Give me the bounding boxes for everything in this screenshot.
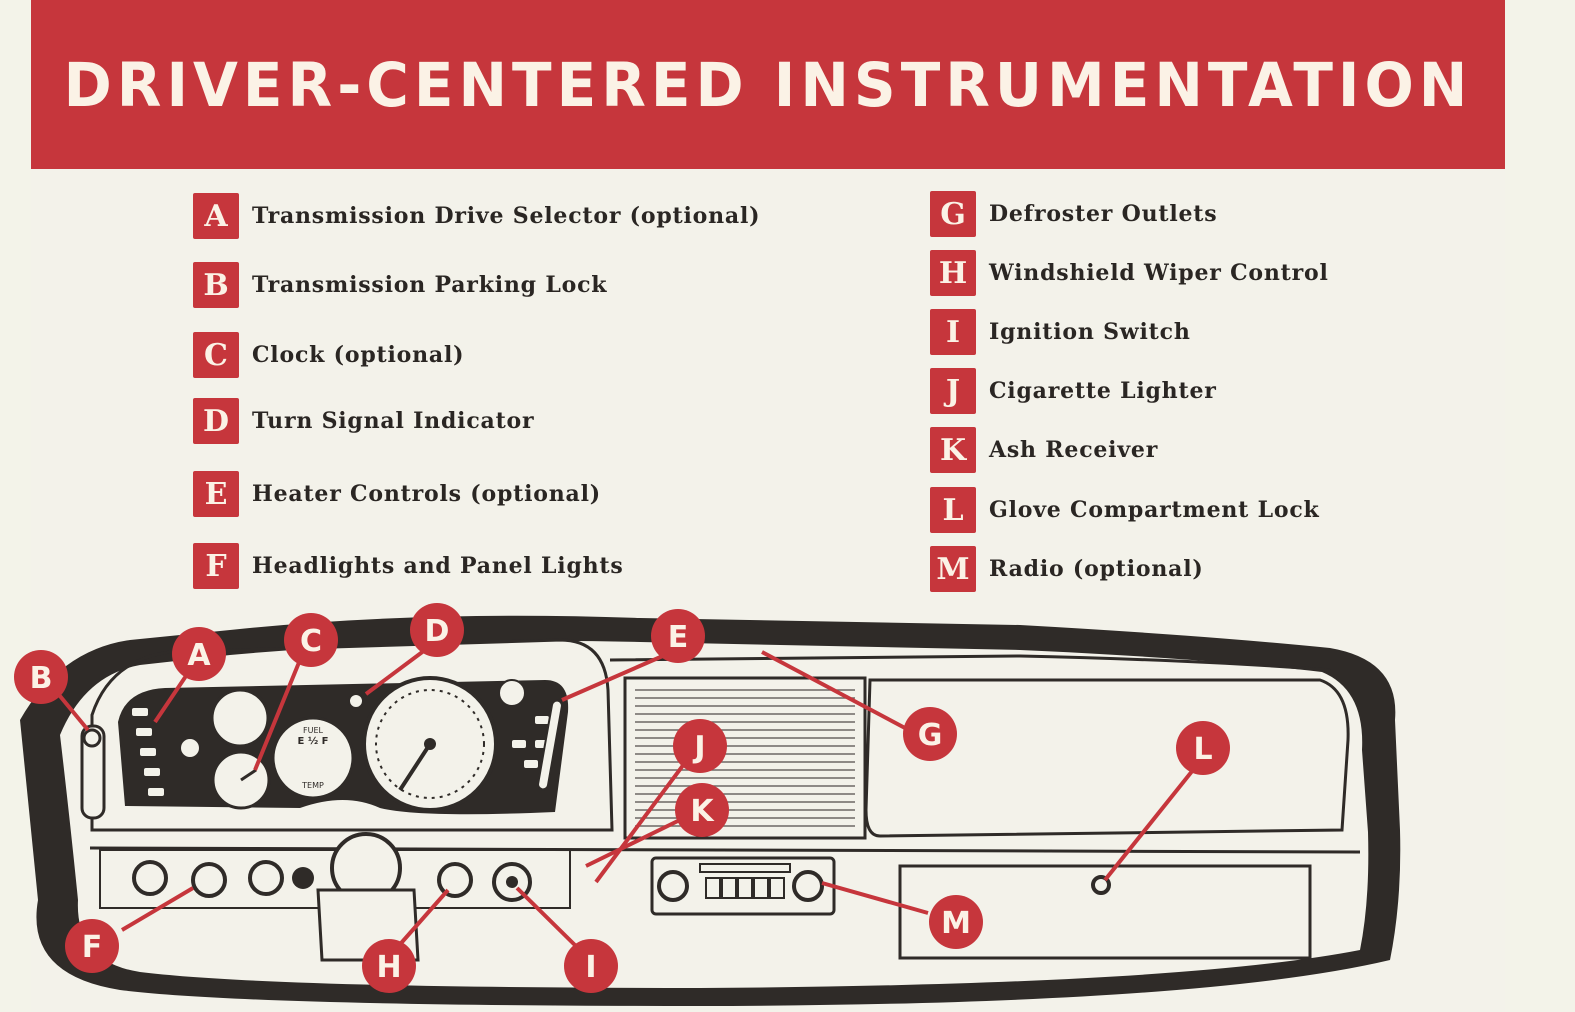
svg-text:I: I [585, 950, 596, 985]
svg-text:G: G [918, 718, 943, 753]
legend-label-j: Cigarette Lighter [989, 378, 1217, 404]
clock-hand [240, 768, 257, 782]
callout-e: E [651, 609, 705, 663]
callout-g: G [903, 707, 957, 761]
legend-badge-k: K [930, 427, 976, 473]
legend-item-b: B Transmission Parking Lock [193, 262, 607, 308]
callout-c: C [284, 613, 338, 667]
fuel-scale: E ½ F [298, 736, 329, 747]
callout-d: D [410, 603, 464, 657]
oil-gauge [498, 679, 526, 707]
svg-text:E: E [668, 620, 689, 655]
legend-badge-i: I [930, 309, 976, 355]
callout-m: M [929, 895, 983, 949]
speaker-grille [623, 676, 867, 840]
legend-item-k: K Ash Receiver [930, 427, 1158, 473]
callout-j: J [673, 719, 727, 773]
svg-text:L: L [1193, 732, 1212, 767]
legend-item-m: M Radio (optional) [930, 546, 1204, 592]
legend-item-a: A Transmission Drive Selector (optional) [193, 193, 760, 239]
legend-item-e: E Heater Controls (optional) [193, 471, 601, 517]
legend-label-k: Ash Receiver [989, 437, 1159, 463]
right-dash-panel [864, 678, 1350, 838]
legend-item-i: I Ignition Switch [930, 309, 1191, 355]
indicator-lamp [179, 737, 201, 759]
legend-badge-a: A [193, 193, 239, 239]
lower-dash-line [89, 846, 1361, 854]
svg-text:F: F [82, 930, 103, 965]
grille-lines [635, 689, 855, 827]
turn-signal-lamp [348, 693, 364, 709]
legend-badge-d: D [193, 398, 239, 444]
legend-badge-f: F [193, 543, 239, 589]
glove-compartment-lock [1091, 875, 1111, 895]
heater-lever [537, 699, 563, 791]
callout-b: B [14, 650, 68, 704]
parking-lock-handle [80, 724, 106, 820]
legend-label-g: Defroster Outlets [989, 201, 1218, 227]
svg-text:J: J [692, 730, 705, 765]
dash-top-line [609, 654, 1331, 672]
radio-dial [699, 863, 791, 873]
speedometer-needle [398, 742, 432, 792]
leader-lines [53, 648, 1195, 957]
legend-badge-l: L [930, 487, 976, 533]
legend-item-d: D Turn Signal Indicator [193, 398, 534, 444]
svg-text:M: M [941, 906, 971, 941]
parking-lock-knob [82, 728, 102, 748]
callout-i: I [564, 939, 618, 993]
legend-item-c: C Clock (optional) [193, 332, 464, 378]
header-banner: DRIVER-CENTERED INSTRUMENTATION [31, 0, 1505, 169]
svg-text:B: B [30, 661, 53, 696]
legend-label-b: Transmission Parking Lock [252, 272, 608, 298]
legend-item-f: F Headlights and Panel Lights [193, 543, 624, 589]
legend-badge-j: J [930, 368, 976, 414]
page-title: DRIVER-CENTERED INSTRUMENTATION [63, 48, 1473, 121]
glove-compartment [898, 864, 1312, 960]
temp-label: TEMP [301, 781, 324, 790]
drive-selector-buttons [132, 708, 164, 796]
radio-buttons [705, 877, 785, 899]
svg-text:C: C [300, 624, 322, 659]
legend-badge-g: G [930, 191, 976, 237]
callout-k: K [675, 783, 729, 837]
legend-label-c: Clock (optional) [252, 342, 465, 368]
svg-text:K: K [690, 794, 715, 829]
fuel-label: FUEL [303, 726, 324, 735]
legend-label-m: Radio (optional) [989, 556, 1204, 582]
legend-badge-b: B [193, 262, 239, 308]
legend-label-d: Turn Signal Indicator [252, 408, 535, 434]
legend-label-f: Headlights and Panel Lights [252, 553, 624, 579]
legend-label-l: Glove Compartment Lock [989, 497, 1320, 523]
radio-knob-right [792, 870, 824, 902]
speedometer-hub [424, 738, 436, 750]
svg-text:D: D [425, 614, 450, 649]
legend-label-a: Transmission Drive Selector (optional) [252, 203, 761, 229]
legend-badge-e: E [193, 471, 239, 517]
legend-label-e: Heater Controls (optional) [252, 481, 601, 507]
legend-label-h: Windshield Wiper Control [989, 260, 1329, 286]
legend-item-j: J Cigarette Lighter [930, 368, 1217, 414]
callout-h: H [362, 939, 416, 993]
legend-badge-h: H [930, 250, 976, 296]
fuel-temp-gauge [271, 716, 355, 800]
speedometer-inner [375, 689, 485, 799]
callout-l: L [1176, 721, 1230, 775]
callout-f: F [65, 919, 119, 973]
lower-knobs [132, 860, 532, 902]
legend-badge-c: C [193, 332, 239, 378]
callout-a: A [172, 627, 226, 681]
radio-knob-left [657, 870, 689, 902]
legend-label-i: Ignition Switch [989, 319, 1191, 345]
legend-item-g: G Defroster Outlets [930, 191, 1217, 237]
ammeter-gauge [210, 688, 270, 748]
svg-text:A: A [187, 638, 211, 673]
svg-text:H: H [376, 950, 401, 985]
legend-item-h: H Windshield Wiper Control [930, 250, 1329, 296]
legend-item-l: L Glove Compartment Lock [930, 487, 1320, 533]
legend-badge-m: M [930, 546, 976, 592]
